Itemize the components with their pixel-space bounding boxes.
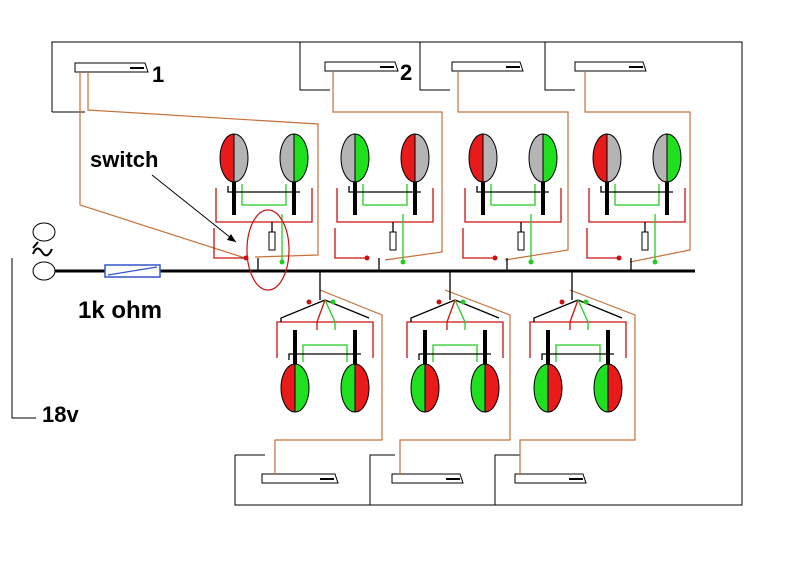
lamp-right: [470, 363, 500, 413]
brown-feed-wires: [79, 71, 691, 474]
lamp-right: [652, 133, 682, 183]
bottom-signal-1: [276, 299, 374, 413]
top-signal-4: [586, 133, 686, 271]
panel-outline: [51, 41, 743, 506]
lamp-right: [593, 363, 623, 413]
point-motor-3: [451, 61, 524, 72]
point-motor-7: [514, 473, 587, 484]
bottom-signal-group: [276, 299, 627, 413]
lamp-right: [340, 363, 370, 413]
voltage-label: 18v: [42, 402, 79, 427]
bottom-signal-2: [406, 299, 504, 413]
lamp-right: [400, 133, 430, 183]
lamp-left: [533, 363, 563, 413]
lamp-left: [219, 133, 249, 183]
lamp-right: [279, 133, 309, 183]
top-signal-2: [334, 133, 434, 271]
resistor-label: 1k ohm: [78, 297, 162, 324]
lamp-left: [410, 363, 440, 413]
switch-2-label: 2: [400, 60, 412, 85]
lamp-left: [280, 363, 310, 413]
top-signal-1: [213, 133, 313, 271]
lamp-left: [592, 133, 622, 183]
point-motor-6: [391, 473, 464, 484]
ac-supply: [32, 222, 56, 281]
point-motor-1: [74, 62, 149, 73]
lamp-left: [468, 133, 498, 183]
switch-highlight-circle: [246, 209, 290, 291]
lamp-right: [528, 133, 558, 183]
switch-arrow: [151, 174, 237, 243]
supply-return-wire: [11, 258, 36, 419]
switch-1-label: 1: [152, 62, 164, 87]
lamp-left: [340, 133, 370, 183]
point-motor-5: [261, 473, 339, 484]
point-motor-4: [574, 61, 647, 72]
switch-label: switch: [90, 147, 158, 172]
bottom-signal-3: [529, 299, 627, 413]
top-signal-group: [213, 133, 686, 271]
point-motor-2: [324, 61, 399, 72]
bus-drops: [319, 271, 573, 300]
top-signal-3: [462, 133, 562, 271]
